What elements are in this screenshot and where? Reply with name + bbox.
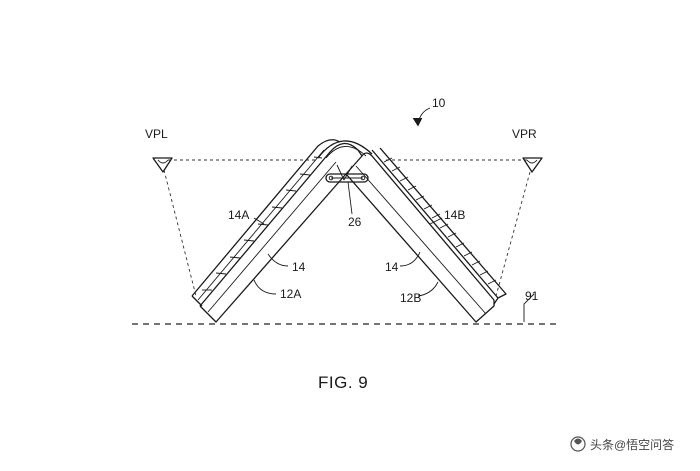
label-14-left: 14 xyxy=(292,260,306,274)
reference-arrow-10 xyxy=(412,107,431,127)
eye-right-icon xyxy=(522,157,543,173)
label-12b: 12B xyxy=(400,291,421,305)
figure-caption: FIG. 9 xyxy=(318,373,368,392)
sight-lines xyxy=(163,159,531,297)
label-14a: 14A xyxy=(228,208,249,222)
hatch-left xyxy=(202,156,323,291)
leader-lines xyxy=(253,164,535,322)
label-10: 10 xyxy=(432,96,446,110)
label-26: 26 xyxy=(348,215,362,229)
eye-left-icon xyxy=(152,157,173,173)
display-layer-14b xyxy=(371,147,507,305)
watermark-text: 头条@悟空问答 xyxy=(590,437,674,452)
label-14b: 14B xyxy=(444,208,465,222)
watermark: 头条@悟空问答 xyxy=(570,436,674,452)
watermark-logo-icon xyxy=(570,436,586,452)
label-12a: 12A xyxy=(280,287,301,301)
label-vpl: VPL xyxy=(145,127,168,141)
display-layer-14a xyxy=(191,139,341,307)
label-vpr: VPR xyxy=(512,127,537,141)
hatch-right xyxy=(383,157,497,285)
label-91: 91 xyxy=(525,289,539,303)
label-14-right: 14 xyxy=(385,260,399,274)
